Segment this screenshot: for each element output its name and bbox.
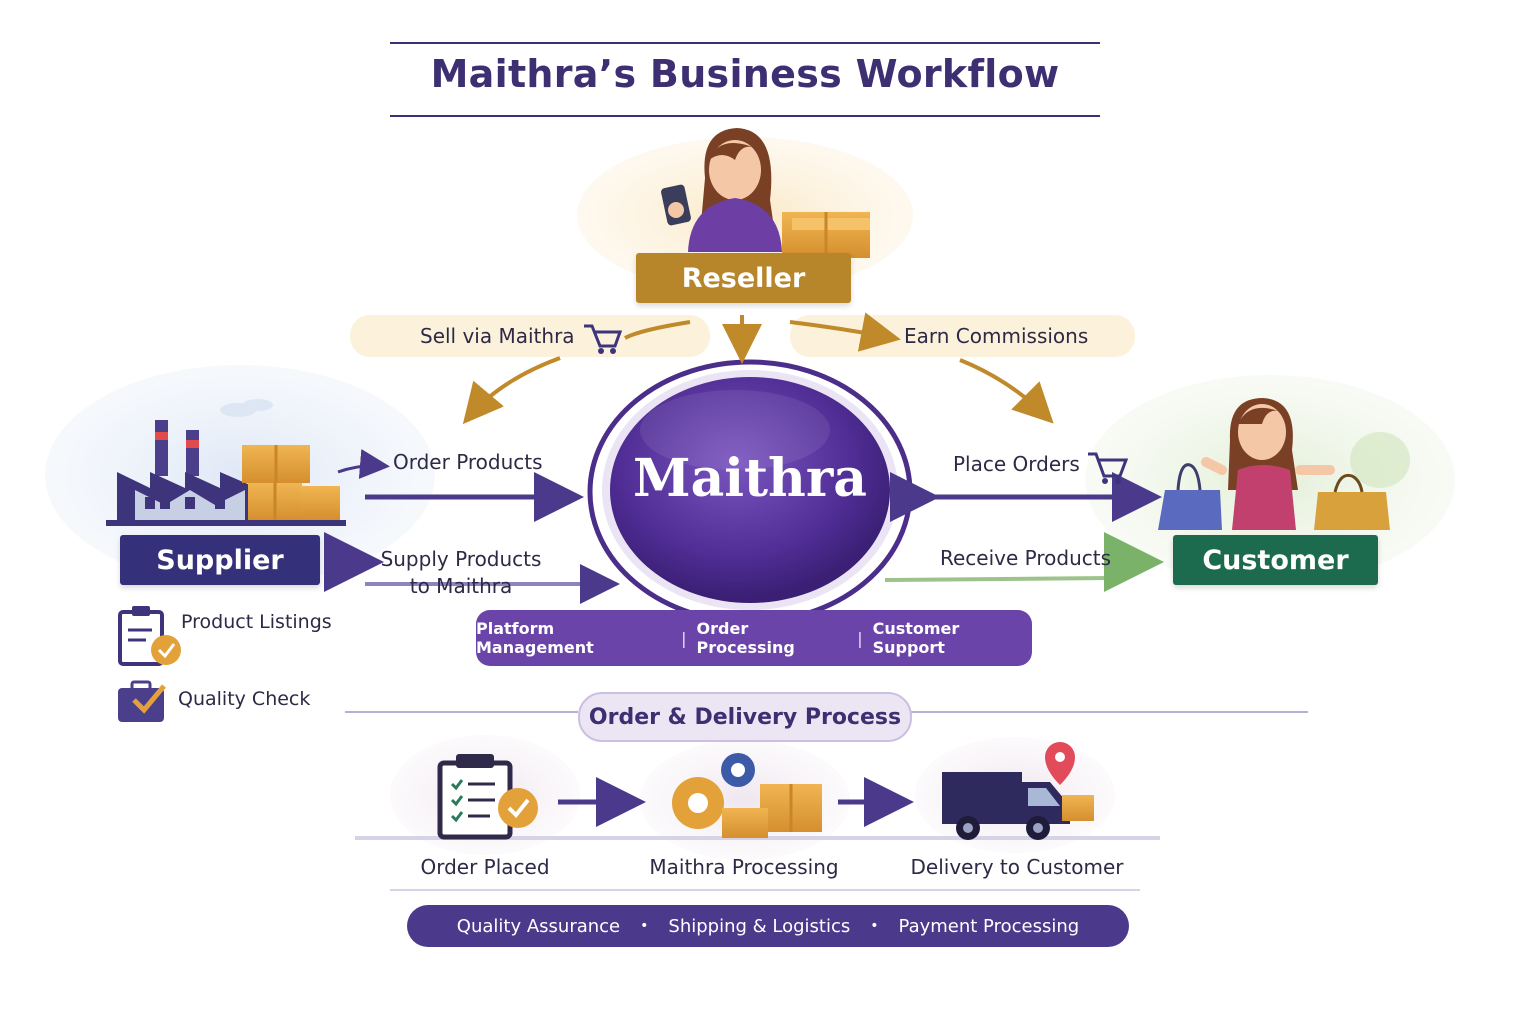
shopping-cart-icon-2 bbox=[1088, 452, 1129, 484]
page-title: Maithra’s Business Workflow bbox=[430, 52, 1060, 96]
order-products-label: Order Products bbox=[393, 450, 543, 474]
shopping-bag-icon bbox=[1158, 463, 1390, 530]
step-label-delivery: Delivery to Customer bbox=[910, 855, 1124, 879]
customer-person-icon bbox=[1201, 398, 1410, 530]
product-listings-label: Product Listings bbox=[181, 611, 332, 633]
service-item: Quality Assurance bbox=[456, 915, 621, 937]
platform-services-bar: Platform Management | Order Processing |… bbox=[476, 610, 1032, 666]
separator: | bbox=[681, 628, 687, 648]
platform-item: Order Processing bbox=[696, 619, 795, 657]
service-item: Payment Processing bbox=[898, 915, 1080, 937]
quality-check-icon bbox=[118, 680, 166, 722]
process-rule-right bbox=[908, 711, 1308, 713]
supplier-boxes-icon bbox=[242, 445, 340, 520]
processing-boxes-icon bbox=[722, 784, 822, 838]
clipboard-check-icon bbox=[437, 754, 538, 840]
quality-check-label: Quality Check bbox=[178, 688, 311, 710]
process-title: Order & Delivery Process bbox=[578, 692, 912, 742]
services-bar: Quality Assurance • Shipping & Logistics… bbox=[407, 905, 1129, 947]
customer-tag: Customer bbox=[1173, 535, 1378, 585]
sell-arrow bbox=[462, 356, 561, 425]
location-pin-icon bbox=[1045, 742, 1075, 785]
sell-via-label: Sell via Maithra bbox=[420, 324, 575, 348]
factory-icon bbox=[106, 399, 346, 526]
receive-products-label: Receive Products bbox=[940, 546, 1112, 570]
service-item: Shipping & Logistics bbox=[668, 915, 851, 937]
process-rule-left bbox=[345, 711, 578, 713]
product-listings-icon bbox=[118, 606, 181, 666]
gear-icon bbox=[672, 753, 755, 829]
earn-arrow bbox=[789, 312, 901, 352]
reseller-person-icon bbox=[661, 128, 782, 252]
supplier-tag: Supplier bbox=[120, 535, 320, 585]
supplier-bg bbox=[45, 365, 435, 585]
place-orders-label: Place Orders bbox=[953, 452, 1080, 476]
supply-products-label: Supply Products to Maithra bbox=[380, 547, 542, 598]
platform-item: Customer Support bbox=[872, 619, 960, 657]
step-label-order-placed: Order Placed bbox=[420, 855, 550, 879]
reseller-tag: Reseller bbox=[636, 253, 851, 303]
delivery-truck-icon bbox=[942, 772, 1094, 840]
earn-commissions-label: Earn Commissions bbox=[904, 324, 1089, 348]
title-rule-top bbox=[390, 42, 1100, 44]
hub-name: Maithra bbox=[633, 448, 867, 509]
maithra-hub bbox=[587, 359, 913, 625]
title-rule-bottom bbox=[390, 115, 1100, 117]
step-label-processing: Maithra Processing bbox=[649, 855, 839, 879]
bullet: • bbox=[640, 918, 649, 934]
shopping-cart-icon bbox=[584, 324, 623, 354]
platform-item: Platform Management bbox=[476, 619, 594, 657]
bullet: • bbox=[870, 918, 879, 934]
separator: | bbox=[857, 628, 863, 648]
reseller-box-icon bbox=[782, 212, 870, 258]
